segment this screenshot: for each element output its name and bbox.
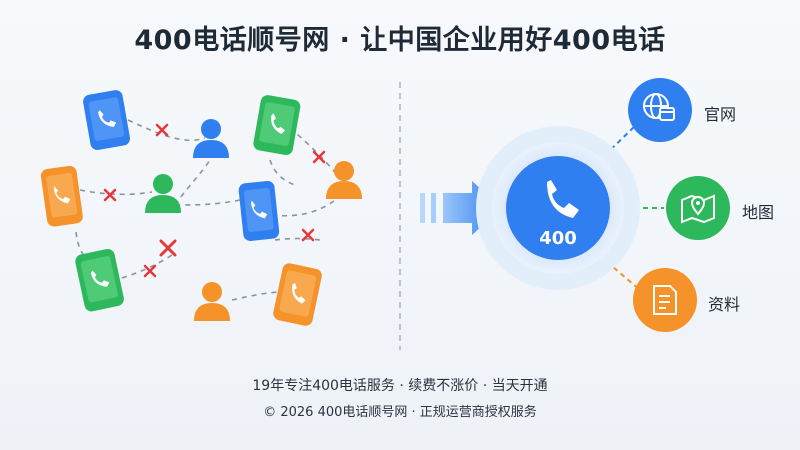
phone-icon <box>40 165 83 227</box>
footer-copyright: © 2026 400电话顺号网 · 正规运营商授权服务 <box>263 405 537 420</box>
phone-icon <box>238 180 280 241</box>
footer-tagline: 19年专注400电话服务 · 续费不涨价 · 当天开通 <box>252 378 548 394</box>
phone-handset-icon <box>547 180 579 218</box>
page-title: 400电话顺号网 · 让中国企业用好400电话 <box>134 25 666 56</box>
blocked-x-icon <box>159 239 177 257</box>
person-icon <box>194 282 230 321</box>
service-node-map <box>666 176 730 240</box>
phone-icon <box>253 95 301 155</box>
blocked-x-icon <box>301 228 315 242</box>
map-pin-icon <box>681 194 715 224</box>
service-node-website <box>628 78 692 142</box>
document-icon <box>653 285 677 315</box>
service-label-map: 地图 <box>742 203 775 222</box>
phone-icon <box>75 248 124 312</box>
person-icon <box>145 174 181 213</box>
person-icon <box>326 161 362 199</box>
person-icon <box>193 119 229 158</box>
hub-400: 400 <box>476 126 640 290</box>
phone-icon <box>273 263 322 326</box>
service-label-website: 官网 <box>704 105 737 124</box>
blocked-x-icon <box>155 123 169 137</box>
service-node-docs <box>633 268 697 332</box>
globe-browser-icon <box>643 93 675 121</box>
service-label-docs: 资料 <box>708 295 741 314</box>
arrow-right-icon <box>420 181 502 235</box>
blocked-x-icon <box>312 150 326 164</box>
blocked-x-icon <box>103 188 117 202</box>
hub-label: 400 <box>539 228 577 249</box>
phone-icon <box>83 90 131 151</box>
blocked-x-icon <box>143 264 157 278</box>
blocked-markers <box>103 123 326 278</box>
